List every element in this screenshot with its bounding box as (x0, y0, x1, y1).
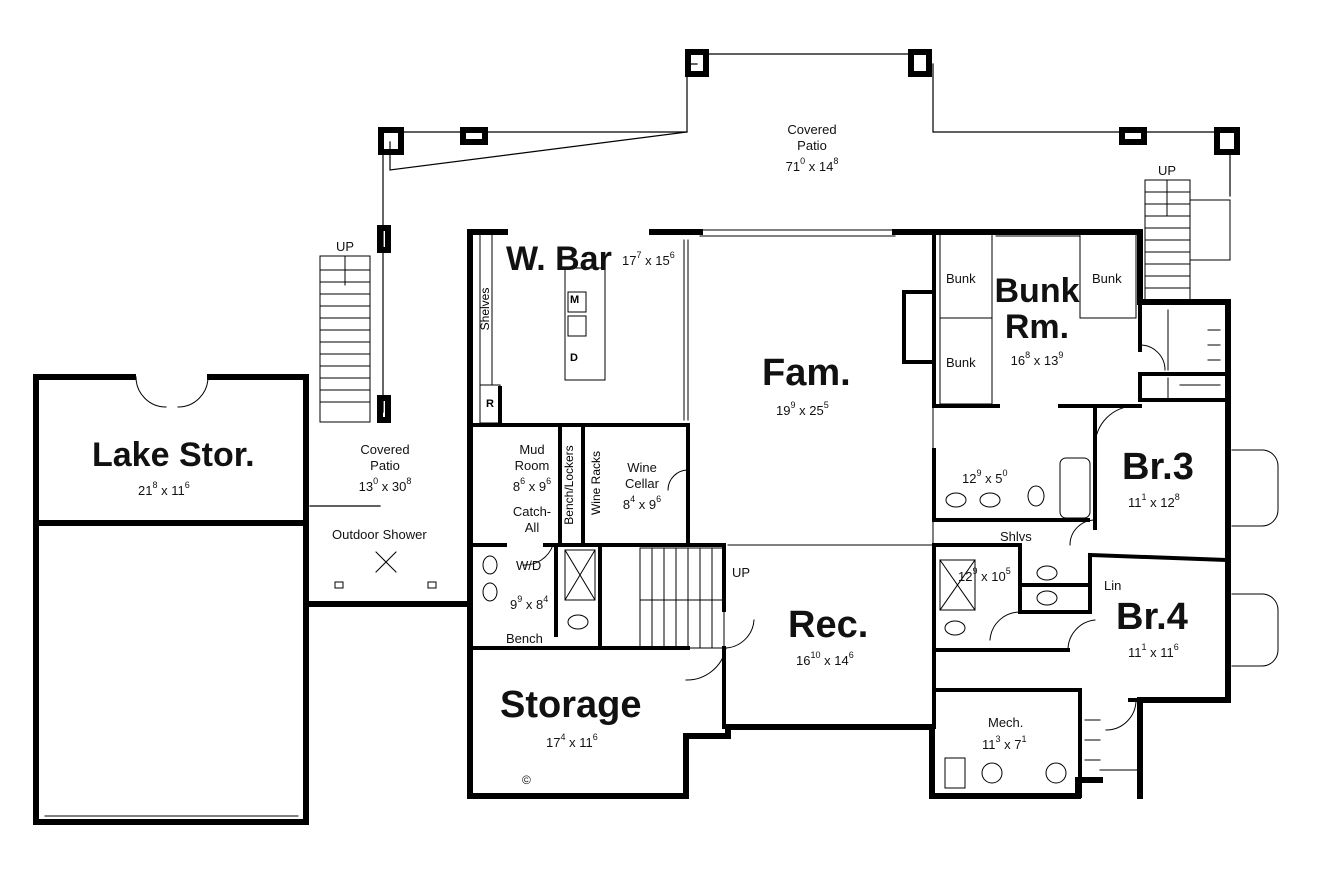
bench-label: Bench (506, 631, 543, 646)
wine-racks-label: Wine Racks (589, 451, 603, 516)
lake-storage-label: Lake Stor. (92, 436, 255, 474)
family-room-label: Fam. (762, 352, 851, 394)
catch-all-label: Catch- All (512, 504, 552, 535)
bath-3-dim: 129 x 50 (962, 468, 1008, 486)
up-right-label: UP (1158, 163, 1177, 178)
bedroom-3-label: Br.3 (1122, 446, 1194, 488)
storage-label: Storage (500, 684, 642, 726)
bunk-1-label: Bunk (946, 271, 976, 286)
laundry-dim: 99 x 84 (510, 594, 549, 612)
copyright-mark: © (522, 773, 531, 787)
patio-columns (377, 49, 1240, 423)
recreation-label: Rec. (788, 604, 869, 646)
washer-dryer-label: W/D (516, 558, 542, 573)
lake-storage-dim: 218 x 116 (138, 480, 190, 498)
shlvs-label: Shlvs (1000, 529, 1032, 544)
bedroom-3-dim: 111 x 128 (1128, 492, 1180, 510)
family-room-dim: 199 x 255 (776, 400, 829, 418)
bunk-2-label: Bunk (1092, 271, 1122, 286)
mud-room-label: Mud Room (514, 442, 550, 473)
bunk-room-label: Bunk Rm. (994, 272, 1080, 346)
recreation-dim: 1610 x 146 (796, 650, 854, 668)
up-left-label: UP (336, 239, 355, 254)
stair-treads-left (319, 269, 371, 403)
storage-dim: 174 x 116 (546, 732, 598, 750)
fixture-d-label: D (570, 352, 578, 364)
shelves-label: Shelves (478, 287, 492, 331)
covered-patio-left-dim: 130 x 308 (358, 476, 412, 494)
bunk-3-label: Bunk (946, 355, 976, 370)
outdoor-shower-label: Outdoor Shower (332, 527, 427, 542)
bunk-room-dim: 168 x 139 (1010, 350, 1064, 368)
covered-patio-top-dim: 710 x 148 (785, 156, 839, 174)
bath-4-dim: 129 x 105 (958, 566, 1011, 584)
wet-bar-label: W. Bar (506, 240, 612, 278)
bedroom-4-dim: 111 x 116 (1128, 642, 1179, 660)
wine-cellar-dim: 84 x 96 (622, 494, 662, 512)
thin-details (44, 179, 1279, 817)
covered-patio-top-label: Covered Patio (787, 122, 837, 153)
mechanical-label: Mech. (988, 715, 1024, 730)
wine-cellar-label: Wine Cellar (625, 460, 659, 491)
fixture-r-label: R (486, 398, 494, 410)
stair-treads-right (1144, 191, 1191, 289)
bedroom-4-label: Br.4 (1116, 596, 1188, 638)
closet-hatch (1079, 309, 1221, 791)
stair-treads-interior (651, 547, 713, 649)
mud-room-dim: 86 x 96 (512, 476, 552, 494)
mechanical-dim: 113 x 71 (982, 734, 1027, 752)
bench-lockers-label: Bench/Lockers (562, 445, 576, 525)
lake-storage-walls (33, 374, 473, 825)
wet-bar-dim: 177 x 156 (622, 250, 675, 268)
covered-patio-left-label: Covered Patio (360, 442, 410, 473)
up-stair-label: UP (732, 565, 751, 580)
fixture-m-label: M (570, 294, 580, 306)
linen-label: Lin (1104, 578, 1122, 593)
